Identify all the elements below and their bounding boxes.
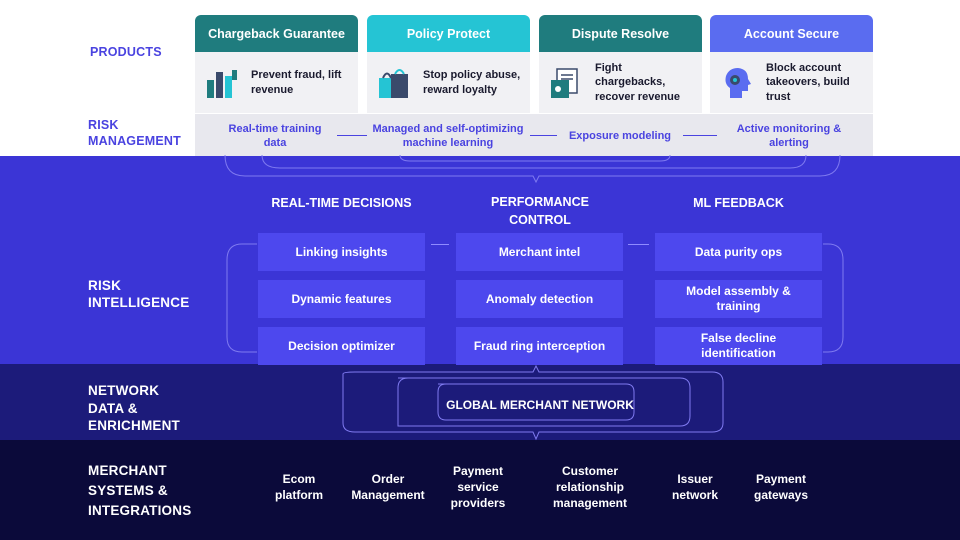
network-row-label: NETWORK DATA & ENRICHMENT <box>88 383 180 433</box>
box-decision-optimizer: Decision optimizer <box>258 327 425 365</box>
product-description: Prevent fraud, lift revenue <box>251 69 342 96</box>
rm-connector <box>530 135 557 136</box>
product-title: Account Secure <box>710 15 873 52</box>
system-ecom-platform: Ecom platform <box>275 472 323 502</box>
merchant-row-label: MERCHANT SYSTEMS & INTEGRATIONS <box>88 463 192 518</box>
system-issuer-network: Issuer network <box>671 472 718 502</box>
rm-item-machine-learning: Managed and self-optimizing machine lear… <box>372 122 524 150</box>
product-card-chargeback-guarantee[interactable]: Chargeback Guarantee Prevent fraud, lift… <box>195 15 358 113</box>
products-row-label: PRODUCTS <box>90 45 162 59</box>
product-title: Chargeback Guarantee <box>195 15 358 52</box>
product-description: Fight chargebacks, recover revenue <box>595 61 680 103</box>
documents-icon <box>551 67 578 98</box>
column-connector <box>431 244 449 245</box>
box-data-purity-ops: Data purity ops <box>655 233 822 271</box>
product-description: Block account takeovers, build trust <box>766 61 850 103</box>
column-connector <box>628 244 649 245</box>
head-profile-icon <box>725 67 751 98</box>
box-merchant-intel: Merchant intel <box>456 233 623 271</box>
product-card-policy-protect[interactable]: Policy Protect Stop policy abuse, reward… <box>367 15 530 113</box>
box-anomaly-detection: Anomaly detection <box>456 280 623 318</box>
system-order-management: Order Management <box>351 472 425 502</box>
chart-bars-icon <box>207 69 237 98</box>
box-linking-insights: Linking insights <box>258 233 425 271</box>
rm-connector <box>337 135 367 136</box>
box-model-assembly: Model assembly & training <box>655 280 822 318</box>
risk-intelligence-row-label: RISK INTELLIGENCE <box>88 278 190 310</box>
column-head-performance-control: PERFORMANCE CONTROL <box>491 195 589 227</box>
product-card-dispute-resolve[interactable]: Dispute Resolve Fight chargebacks, recov… <box>539 15 702 113</box>
system-payment-service-providers: Payment service providers <box>450 464 506 510</box>
product-title: Dispute Resolve <box>539 15 702 52</box>
product-description: Stop policy abuse, reward loyalty <box>423 69 521 96</box>
shopping-bags-icon <box>379 68 408 98</box>
merchant-band <box>0 440 960 540</box>
risk-management-row-label: RISK MANAGEMENT <box>88 118 181 148</box>
rm-connector <box>683 135 717 136</box>
product-card-account-secure[interactable]: Account Secure Block account takeovers, … <box>710 15 873 113</box>
system-payment-gateways: Payment gateways <box>753 472 809 502</box>
column-head-real-time-decisions: REAL-TIME DECISIONS <box>271 196 412 210</box>
rm-item-exposure-modeling: Exposure modeling <box>568 129 672 142</box>
system-crm: Customer relationship management <box>552 464 628 510</box>
column-head-ml-feedback: ML FEEDBACK <box>693 196 784 210</box>
global-merchant-network-label: GLOBAL MERCHANT NETWORK <box>446 398 634 412</box>
product-title: Policy Protect <box>367 15 530 52</box>
rm-item-monitoring: Active monitoring & alerting <box>736 122 842 150</box>
box-false-decline: False decline identification <box>655 327 822 365</box>
box-fraud-ring-interception: Fraud ring interception <box>456 327 623 365</box>
rm-item-training-data: Real-time training data <box>228 122 322 150</box>
box-dynamic-features: Dynamic features <box>258 280 425 318</box>
